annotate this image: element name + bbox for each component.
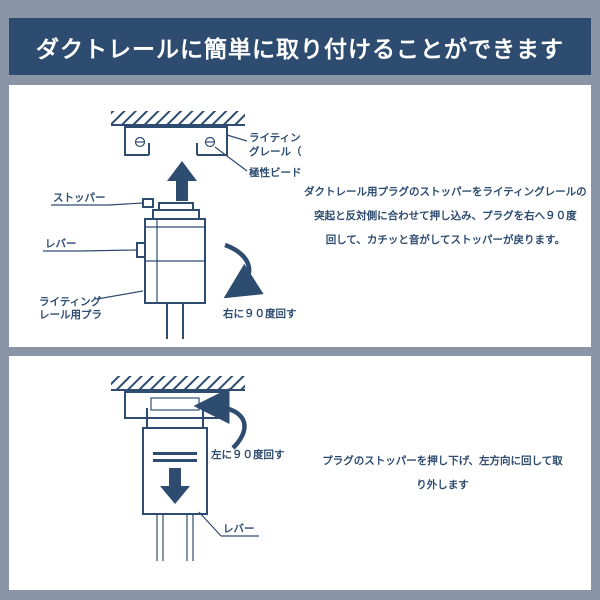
attach-panel: ライティン グレール（ 極性ビード [9, 85, 591, 347]
rotate-right-label: 右に９０度回す [222, 307, 297, 320]
detach-instruction-line-2: り外します [416, 479, 469, 491]
rotate-right-arrow: 右に９０度回す [222, 242, 297, 320]
page-title: ダクトレールに簡単に取り付けることができます [36, 35, 564, 63]
ceiling [111, 111, 245, 126]
polarity-bead-label-group: 極性ビード [214, 146, 302, 179]
plug-label-group: ライティング レール用プラ [39, 290, 144, 321]
rotate-left-arrow: 左に９０度回す [193, 387, 285, 461]
polarity-bead-label: 極性ビード [249, 166, 302, 179]
detach-instruction-line-1: プラグのストッパーを押し下げ、左方向に回して取 [322, 454, 563, 467]
lighting-rail-cross-section [124, 126, 228, 158]
stopper-label: ストッパー [53, 192, 106, 204]
plug-label-2: レール用プラ [39, 308, 102, 321]
lever-label: レバー [45, 238, 77, 250]
lever-label-group: レバー [198, 511, 259, 537]
attach-instruction-line-1: ダクトレール用プラグのストッパーをライティングレールの [304, 185, 587, 198]
insert-up-arrow [167, 161, 197, 201]
detach-panel: 左に９０度回す レバー プラグのストッパーを押し下げ、左方向に回して取 り外しま… [9, 356, 591, 590]
remove-down-arrow [160, 467, 190, 504]
attach-diagram: ライティン グレール（ 極性ビード [39, 111, 302, 339]
attach-instruction: ダクトレール用プラグのストッパーをライティングレールの 突起と反対側に合わせて押… [304, 180, 597, 252]
lever-label: レバー [223, 523, 255, 535]
plug [136, 198, 206, 339]
rail-label-group: ライティン グレール（ [226, 132, 302, 158]
detach-diagram: 左に９０度回す レバー [111, 375, 285, 561]
detach-instruction: プラグのストッパーを押し下げ、左方向に回して取 り外します [304, 449, 591, 497]
stopper-label-group: ストッパー [51, 192, 144, 206]
attach-instruction-line-2: 突起と反対側に合わせて押し込み、プラグを右へ９０度 [314, 209, 577, 222]
plug-label: ライティング [39, 295, 102, 308]
ceiling [111, 375, 245, 391]
rotate-left-label: 左に９０度回す [210, 448, 285, 461]
lever-label-group: レバー [43, 238, 138, 252]
attach-instruction-line-3: 回して、カチッと音がしてストッパーが戻ります。 [325, 234, 565, 247]
plug [142, 416, 208, 561]
rail-label-2: グレール（ [249, 145, 302, 158]
header-banner: ダクトレールに簡単に取り付けることができます [9, 18, 591, 75]
rail-label: ライティン [249, 132, 301, 144]
